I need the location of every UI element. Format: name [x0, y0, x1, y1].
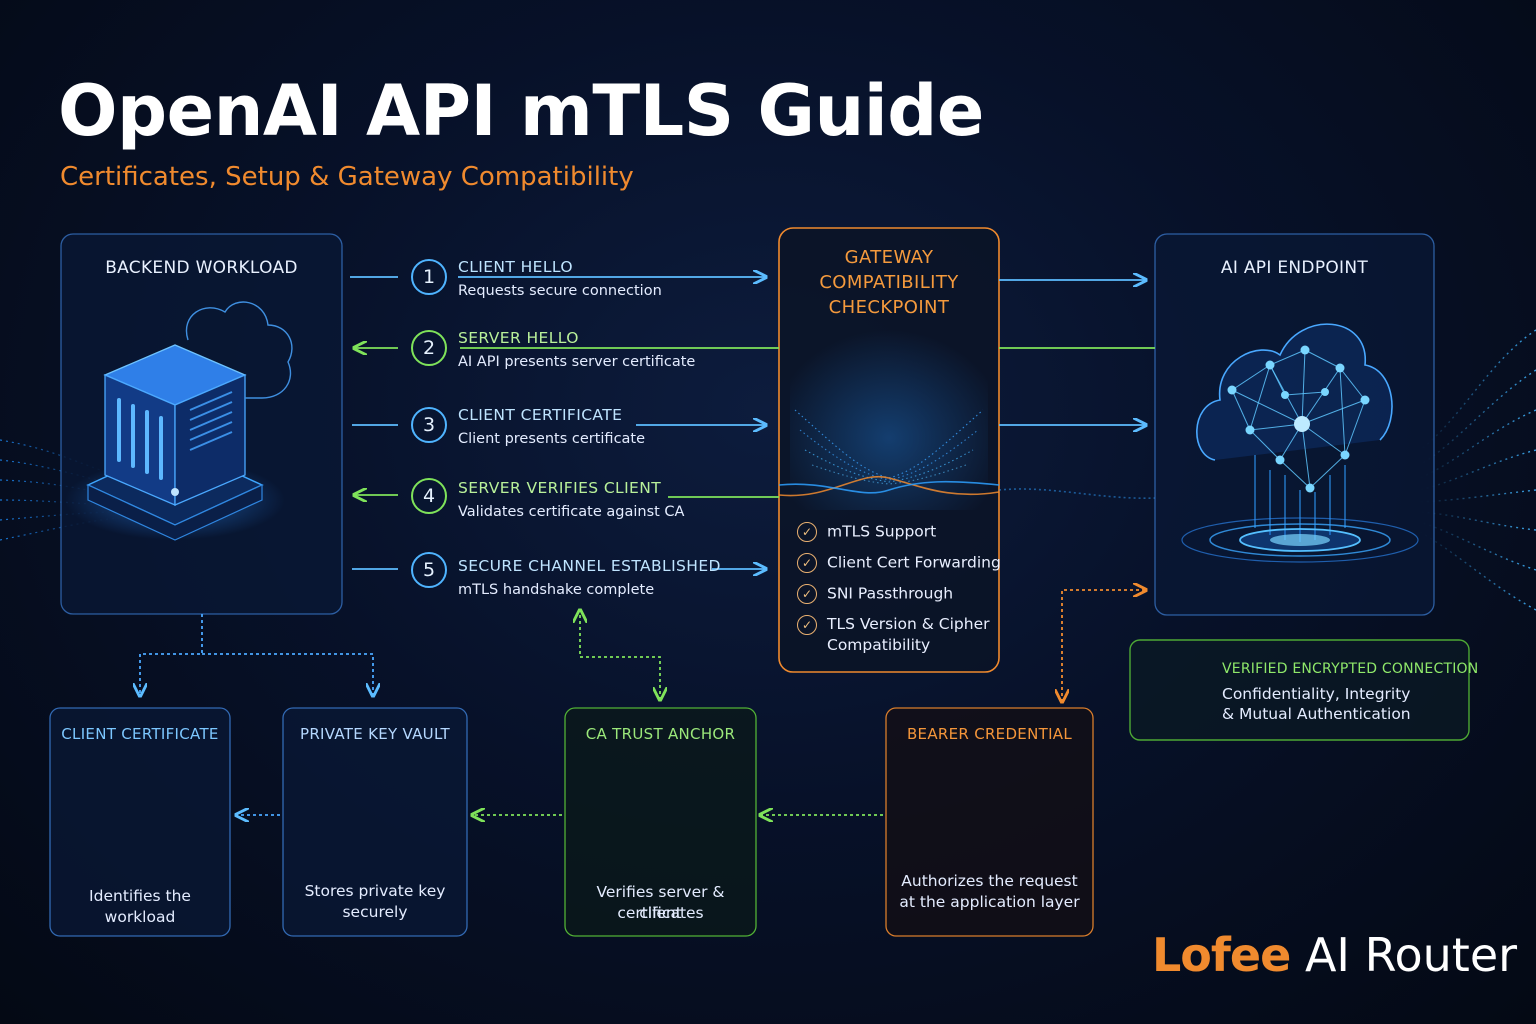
step-5-title: SECURE CHANNEL ESTABLISHED — [458, 557, 721, 575]
step-5-number: 5 — [411, 552, 447, 588]
right-data-stream — [1419, 329, 1536, 611]
component-box-bearer-credential — [885, 707, 1094, 937]
step-1-desc: Requests secure connection — [458, 283, 662, 299]
server-cube-icon — [65, 344, 285, 541]
component-desc: Identifies the workload — [89, 887, 191, 926]
step-4: SERVER VERIFIES CLIENT Validates certifi… — [458, 479, 684, 520]
check-item: ✓ Client Cert Forwarding — [797, 553, 1001, 573]
step-1-title: CLIENT HELLO — [458, 258, 573, 276]
gateway-checklist: ✓ mTLS Support ✓ Client Cert Forwarding ✓ S… — [779, 520, 1001, 670]
brand-name-rest: AI Router — [1290, 928, 1518, 982]
check-item: ✓ TLS Version & Cipher Compatibility — [797, 614, 990, 656]
step-3-number: 3 — [411, 407, 447, 443]
component-desc: Stores private key — [304, 882, 446, 900]
step-1: CLIENT HELLO Requests secure connection — [458, 258, 662, 299]
gateway-label-line: GATEWAY — [844, 247, 934, 268]
step-3-title: CLIENT CERTIFICATE — [458, 406, 623, 424]
page-title: OpenAI API mTLS Guide — [58, 70, 984, 152]
step-5: SECURE CHANNEL ESTABLISHED mTLS handshak… — [458, 557, 721, 598]
component-desc: Authorizes the request — [901, 872, 1078, 890]
check-icon: ✓ — [797, 584, 817, 604]
gateway-label: GATEWAY COMPATIBILITY CHECKPOINT — [779, 245, 999, 320]
check-icon: ✓ — [797, 522, 817, 542]
verified-title: VERIFIED ENCRYPTED CONNECTION — [1222, 661, 1479, 677]
brand-name-accent: Lofee — [1152, 928, 1291, 982]
component-title: CA TRUST ANCHOR — [585, 725, 736, 743]
check-item: ✓ mTLS Support — [797, 522, 936, 542]
check-item-label: mTLS Support — [827, 522, 937, 541]
step-3: CLIENT CERTIFICATE Client presents certi… — [458, 406, 645, 447]
bearer-credential-box: BEARER CREDENTIAL Authorizes the request… — [886, 708, 1093, 936]
step-3-desc: Client presents certificate — [458, 431, 646, 447]
check-icon: ✓ — [797, 614, 817, 635]
dotted-connectors — [140, 590, 1146, 815]
step-5-desc: mTLS handshake complete — [458, 582, 655, 598]
check-item-label-cont: Compatibility — [827, 636, 931, 654]
private-key-vault-box: PRIVATE KEY VAULT Stores private key sec… — [283, 708, 467, 936]
step-2-number: 2 — [411, 330, 447, 366]
backend-cloud-icon — [185, 301, 293, 399]
page-subtitle: Certificates, Setup & Gateway Compatibil… — [60, 162, 634, 192]
check-item-label: SNI Passthrough — [827, 584, 954, 603]
gateway-label-line: COMPATIBILITY — [819, 272, 959, 293]
verified-line: & Mutual Authentication — [1222, 705, 1411, 723]
step-2: SERVER HELLO AI API presents server cert… — [458, 329, 695, 370]
step-2-desc: AI API presents server certificate — [458, 354, 696, 370]
component-desc: Verifies server & client — [596, 883, 725, 922]
ai-api-endpoint-node: AI API ENDPOINT — [1155, 258, 1434, 282]
component-desc: certificates — [617, 904, 704, 922]
verified-line: Confidentiality, Integrity — [1222, 685, 1411, 703]
client-certificate-box: CLIENT CERTIFICATE Identifies the worklo… — [50, 708, 230, 936]
step-4-desc: Validates certificate against CA — [458, 504, 685, 520]
step-4-title: SERVER VERIFIES CLIENT — [458, 479, 662, 497]
brand-logo: Lofee AI Router — [1152, 928, 1517, 982]
backend-label: BACKEND WORKLOAD — [105, 258, 298, 278]
step-2-title: SERVER HELLO — [458, 329, 579, 347]
component-title: PRIVATE KEY VAULT — [299, 725, 451, 743]
check-item-label: TLS Version & Cipher — [827, 615, 990, 633]
component-desc: securely — [342, 903, 408, 921]
backend-workload-node: BACKEND WORKLOAD — [61, 258, 342, 282]
component-box-ca-trust-anchor — [564, 707, 757, 937]
ai-network-cloud-icon — [1181, 323, 1419, 563]
verified-connection: VERIFIED ENCRYPTED CONNECTION Confidenti… — [1222, 661, 1479, 724]
component-title: BEARER CREDENTIAL — [906, 725, 1073, 743]
component-title: CLIENT CERTIFICATE — [61, 725, 219, 743]
endpoint-label: AI API ENDPOINT — [1220, 258, 1369, 278]
component-desc: at the application layer — [899, 893, 1080, 911]
component-box-private-key-vault — [282, 707, 468, 937]
gateway-wave-lines — [778, 475, 1156, 499]
ca-trust-anchor-box: CA TRUST ANCHOR Verifies server & client… — [565, 708, 756, 936]
check-icon: ✓ — [797, 553, 817, 573]
component-box-client-certificate — [49, 707, 231, 937]
check-item: ✓ SNI Passthrough — [797, 584, 953, 604]
step-arrows — [350, 277, 1155, 569]
gateway-label-line: CHECKPOINT — [828, 297, 950, 318]
step-4-number: 4 — [411, 478, 447, 514]
check-item-label: Client Cert Forwarding — [827, 553, 1001, 572]
step-1-number: 1 — [411, 259, 447, 295]
